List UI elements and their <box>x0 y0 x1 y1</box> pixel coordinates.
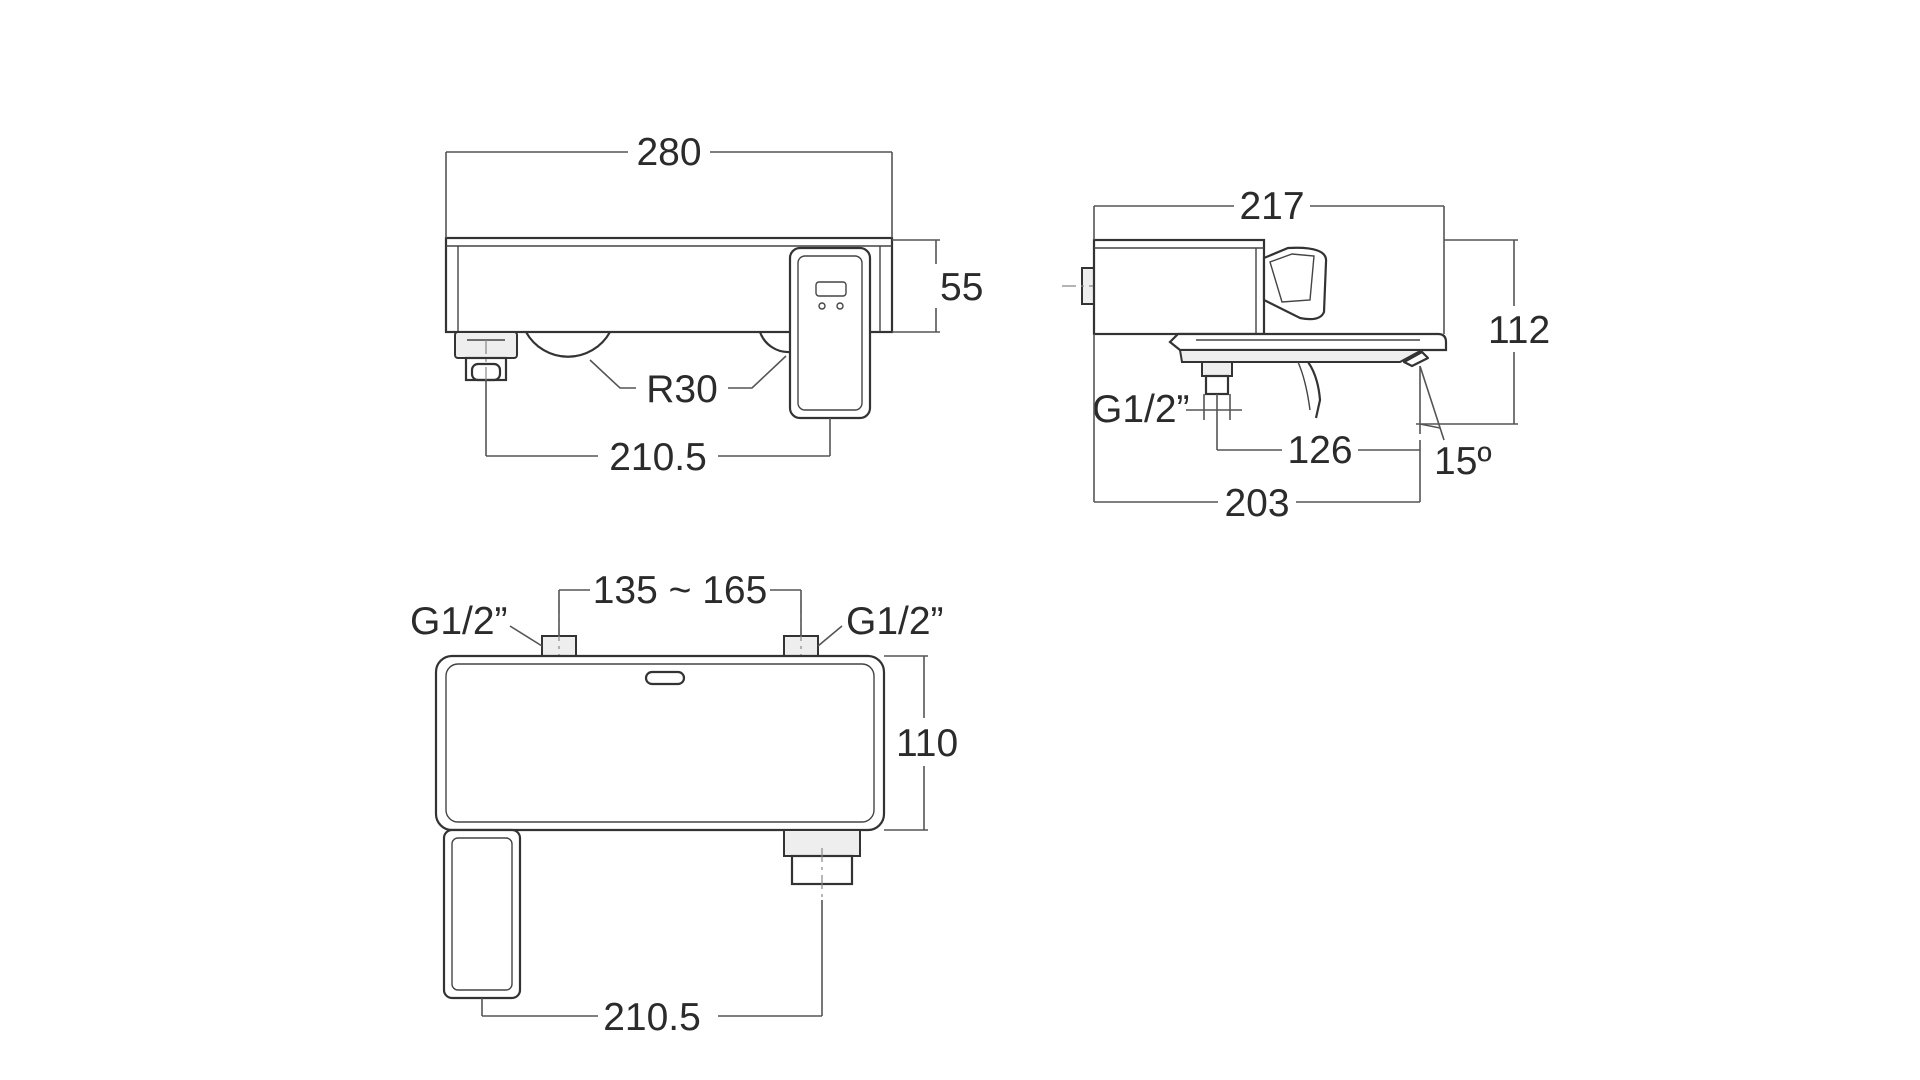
dim-front-inlet-to-handle: 210.5 <box>485 380 831 479</box>
dim-side-thread-label: G1/2” <box>1092 388 1190 431</box>
dim-top-thread-left-label: G1/2” <box>410 600 508 643</box>
dim-top-handle-to-outlet: 210.5 <box>481 900 823 1039</box>
side-view-inlet <box>1201 361 1233 396</box>
dim-front-width: 280 <box>445 131 893 238</box>
side-view-spout <box>1168 332 1448 419</box>
dim-front-height: 55 <box>892 239 983 333</box>
dim-front-width-label: 280 <box>636 131 701 174</box>
dim-top-centers-label: 135 ~ 165 <box>593 569 768 612</box>
dim-side-wall-to-spout: 203 <box>1093 334 1421 525</box>
side-view-handle <box>1262 246 1328 321</box>
dim-side-depth-label: 217 <box>1239 185 1304 228</box>
top-view-body <box>434 654 886 832</box>
top-view-handle <box>442 828 522 1000</box>
dim-side-height: 112 <box>1416 239 1550 425</box>
dim-side-inlet-to-spout: 126 <box>1216 394 1420 472</box>
dim-top-thread-right-label: G1/2” <box>846 600 944 643</box>
front-view: 280 55 R30 210.5 <box>444 131 983 479</box>
dim-side-angle-label: 15º <box>1434 440 1492 483</box>
dim-top-centers: 135 ~ 165 <box>558 569 802 636</box>
dim-top-thread-right: G1/2” <box>817 600 944 647</box>
top-view-outlet-nut <box>783 829 861 900</box>
top-view: 135 ~ 165 G1/2” G1/2” 110 <box>410 569 958 1039</box>
side-view-body <box>1092 238 1266 336</box>
side-view: 217 112 G1/2” 126 <box>1062 185 1550 525</box>
dim-side-depth: 217 <box>1093 185 1445 334</box>
top-view-slot <box>644 670 686 686</box>
front-view-handle <box>788 246 872 420</box>
dim-top-depth-label: 110 <box>896 722 958 765</box>
front-view-inlet-nut <box>454 331 518 382</box>
dim-side-inlet-to-spout-label: 126 <box>1287 429 1352 472</box>
dim-front-height-label: 55 <box>940 266 983 309</box>
dim-side-wall-to-spout-label: 203 <box>1224 482 1289 525</box>
dim-side-angle: 15º <box>1419 365 1492 483</box>
dim-top-thread-left: G1/2” <box>410 600 543 647</box>
dim-side-thread: G1/2” <box>1092 388 1242 431</box>
dim-top-depth: 110 <box>884 655 958 831</box>
dim-front-radius: R30 <box>589 355 787 411</box>
dim-front-inlet-to-handle-label: 210.5 <box>609 436 707 479</box>
dim-side-height-label: 112 <box>1488 309 1550 352</box>
dim-front-radius-label: R30 <box>646 368 718 411</box>
front-view-radius-arc <box>525 331 611 358</box>
dim-top-handle-to-outlet-label: 210.5 <box>603 996 701 1039</box>
